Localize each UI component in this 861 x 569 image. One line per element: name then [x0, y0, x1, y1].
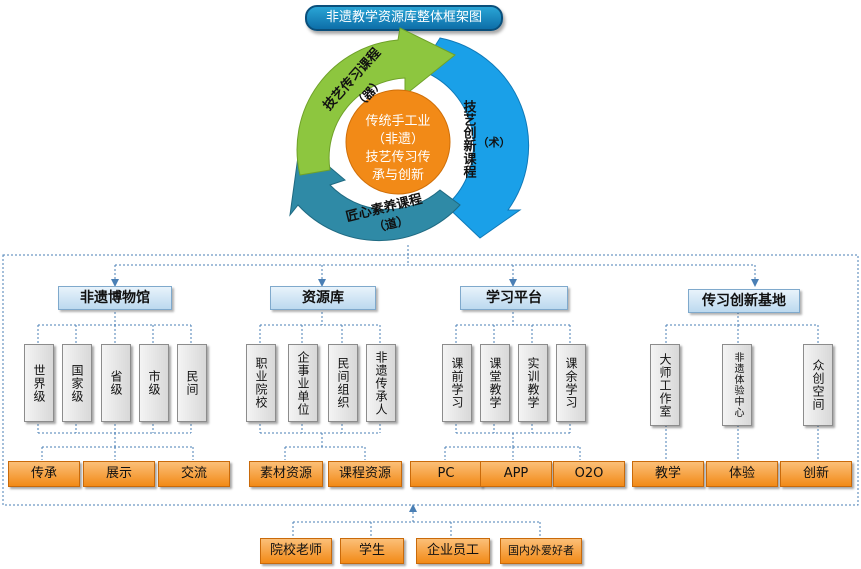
museum-item: 市级: [139, 344, 169, 422]
teal-arc-segment: [289, 141, 461, 241]
connector-lines: [37, 245, 819, 537]
center-line-1: 传统手工业: [365, 114, 430, 129]
resource-item: 职业院校: [246, 344, 276, 422]
platform-item: 课堂教学: [480, 344, 510, 422]
section-header-innovation-base: 传习创新基地: [688, 289, 800, 313]
platform-item: 课余学习: [556, 344, 586, 422]
outer-dotted-frame: [2, 254, 859, 506]
museum-item: 民间: [177, 344, 207, 422]
blue-arc-segment: [419, 37, 530, 239]
user-group: 企业员工: [416, 538, 490, 564]
center-line-4: 承与创新: [372, 167, 424, 183]
museum-item: 国家级: [62, 344, 92, 422]
user-group: 院校老师: [260, 538, 332, 564]
diagram-title: 非遗教学资源库整体框架图: [305, 5, 503, 31]
platform-output: PC: [410, 461, 482, 487]
resource-output: 课程资源: [328, 461, 402, 487]
section-header-resource-library: 资源库: [270, 286, 376, 310]
museum-item: 世界级: [24, 344, 54, 422]
center-line-2: （非遗）: [372, 132, 424, 147]
resource-item: 企事业单位: [288, 344, 318, 422]
base-output: 教学: [632, 461, 704, 487]
museum-item: 省级: [101, 344, 131, 422]
platform-item: 实训教学: [518, 344, 548, 422]
base-output: 创新: [780, 461, 852, 487]
base-item: 众创空间: [803, 344, 833, 426]
resource-output: 素材资源: [249, 461, 323, 487]
platform-output: APP: [480, 461, 552, 487]
user-group: 学生: [340, 538, 404, 564]
resource-item: 民间组织: [328, 344, 358, 422]
base-item: 大师工作室: [650, 344, 680, 426]
blue-arc-sub: （术）: [478, 135, 511, 149]
base-output: 体验: [706, 461, 778, 487]
section-header-museum: 非遗博物馆: [58, 286, 172, 310]
base-item: 非遗体验中心: [722, 344, 752, 426]
museum-output: 传承: [8, 461, 80, 487]
platform-output: O2O: [553, 461, 625, 487]
green-arc-segment: [296, 27, 456, 176]
platform-item: 课前学习: [442, 344, 472, 422]
center-line-3: 技艺传习传: [365, 150, 430, 165]
blue-arc-label: 技艺创新课程: [461, 99, 478, 179]
museum-output: 交流: [158, 461, 230, 487]
section-header-learning-platform: 学习平台: [460, 286, 568, 310]
museum-output: 展示: [83, 461, 155, 487]
user-group: 国内外爱好者: [500, 538, 582, 564]
resource-item: 非遗传承人: [366, 344, 396, 422]
center-circle: [345, 89, 451, 195]
